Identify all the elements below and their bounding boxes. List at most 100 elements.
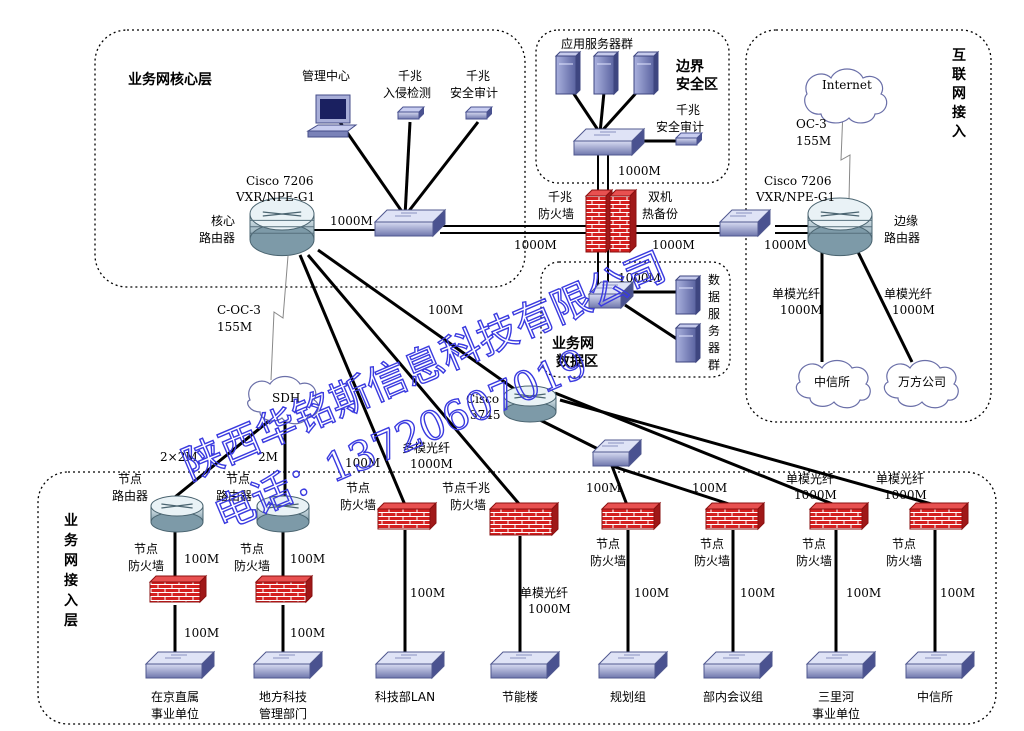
audit-label-1: 千兆 (466, 69, 490, 83)
link-100m-b2: 100M (290, 626, 325, 640)
link-1000m-core: 1000M (330, 214, 373, 228)
data-servers-label: 数 据 服 务 器 群 (708, 272, 720, 372)
link-100m-meet2: 100M (740, 586, 775, 600)
app-server-2 (592, 50, 620, 96)
core-router-label-1: 核心 (211, 214, 235, 228)
plan-switch (591, 438, 643, 468)
link-1000m-fw-right: 1000M (652, 238, 695, 252)
node-firewall-2 (254, 574, 314, 604)
oc3-link (840, 109, 851, 201)
branch-switch-7 (805, 650, 877, 680)
zone-borders (37, 29, 997, 725)
data-switch (587, 280, 635, 310)
node-router-2a: 节点 (226, 472, 250, 486)
internet-zone-title-5: 入 (952, 124, 966, 140)
link-100m-plan: 100M (586, 481, 621, 495)
access-zone-title-3: 网 (64, 553, 78, 569)
coc3-link (270, 255, 289, 381)
access-zone-border (37, 471, 997, 725)
node-router-2 (256, 495, 310, 533)
edge-router (807, 197, 873, 257)
link-100m-b1: 100M (290, 552, 325, 566)
mm-fiber-1: 多模光纤 (402, 441, 450, 455)
link-100m-plan2: 100M (634, 586, 669, 600)
node-fw-zx-b: 防火墙 (886, 553, 922, 568)
coc3-label-1: C-OC-3 (217, 303, 261, 317)
node-firewall-meet (704, 501, 766, 531)
device-labels: 管理中心 千兆 入侵检测 千兆 安全审计 应用服务器群 千兆 安全审计 Cisc… (112, 36, 975, 640)
sm-fiber-jnl-2: 1000M (528, 602, 571, 616)
zhongxin-cloud (795, 359, 871, 409)
audit2-label-1: 千兆 (676, 103, 700, 117)
core-router-model-2: VXR/NPE-G1 (235, 190, 315, 204)
data-zone-title-2: 数据区 (556, 353, 598, 370)
audit-label-2: 安全审计 (450, 85, 498, 100)
link-100m-3745: 100M (428, 303, 463, 317)
branch-label-3-line-1: 科技部LAN (375, 689, 435, 704)
branch-switch-2 (252, 650, 324, 680)
wanfang-cloud (883, 359, 959, 409)
edge-router-model-2: VXR/NPE-G1 (755, 190, 835, 204)
data-servers-char-5: 器 (708, 341, 720, 355)
sdh-cloud (247, 375, 319, 425)
node-fw-1a: 节点 (134, 542, 158, 556)
node-firewall-plan (600, 501, 662, 531)
link-2x2m: 2×2M (160, 450, 198, 464)
link-100m-a1: 100M (184, 552, 219, 566)
node-fw-plan-b: 防火墙 (590, 553, 626, 568)
mgmt-center-pc (306, 94, 358, 138)
node-fw-1b: 防火墙 (128, 558, 164, 573)
audit2-label-2: 安全审计 (656, 119, 704, 134)
sm-fiber-right-2: 1000M (892, 303, 935, 317)
edge-switch (718, 208, 772, 238)
cisco3745-label-1: Cisco (466, 392, 499, 406)
internet-zone-title-2: 联 (952, 67, 967, 83)
node-fw-lan-b: 防火墙 (340, 497, 376, 512)
link-100m-zx2: 100M (940, 586, 975, 600)
node-gig-fw-b: 防火墙 (450, 497, 486, 512)
core-zone-title: 业务网核心层 (128, 71, 212, 88)
access-zone-title-1: 业 (64, 513, 78, 529)
sm-fiber-zx-1: 单模光纤 (876, 472, 924, 486)
link-2m: 2M (258, 450, 278, 464)
app-servers-label: 应用服务器群 (561, 36, 633, 51)
node-fw-srh-b: 防火墙 (796, 553, 832, 568)
data-server-2 (674, 322, 702, 364)
node-router-1b: 路由器 (112, 488, 148, 503)
edge-router-model-1: Cisco 7206 (764, 174, 831, 188)
link-100m-lan: 100M (345, 456, 380, 470)
coc3-label-2: 155M (217, 320, 252, 334)
serial-links (270, 109, 851, 381)
ids-device (396, 106, 426, 120)
boundary-zone-title-1: 边界 (675, 59, 705, 75)
core-switch (373, 208, 447, 238)
gig-fw-label-1: 千兆 (548, 190, 572, 204)
branch-switch-6 (702, 650, 774, 680)
node-fw-meet-b: 防火墙 (694, 553, 730, 568)
data-servers-char-2: 据 (708, 290, 720, 304)
link-100m-lan2: 100M (410, 586, 445, 600)
node-fw-lan-a: 节点 (346, 481, 370, 495)
gig-firewall-2 (608, 188, 638, 254)
link-100m-meeting: 100M (692, 481, 727, 495)
node-fw-2b: 防火墙 (234, 558, 270, 573)
data-servers-char-6: 群 (708, 358, 720, 372)
sm-fiber-srh-2: 1000M (794, 488, 837, 502)
branch-label-7-line-2: 事业单位 (812, 706, 860, 721)
mm-fiber-2: 1000M (410, 457, 453, 471)
oc3-label-1: OC-3 (796, 117, 827, 131)
mgmt-center-label: 管理中心 (302, 68, 350, 83)
dual-backup-label-2: 热备份 (642, 207, 678, 221)
node-firewall-jnl (488, 501, 560, 537)
data-servers-char-1: 数 (708, 272, 720, 287)
node-router-1a: 节点 (118, 472, 142, 486)
internet-zone-title-3: 网 (952, 86, 966, 102)
data-zone-border (540, 261, 731, 378)
node-fw-2a: 节点 (240, 542, 264, 556)
internet-label: Internet (822, 78, 872, 92)
access-zone-title-6: 层 (64, 613, 78, 629)
node-fw-plan-a: 节点 (596, 537, 620, 551)
